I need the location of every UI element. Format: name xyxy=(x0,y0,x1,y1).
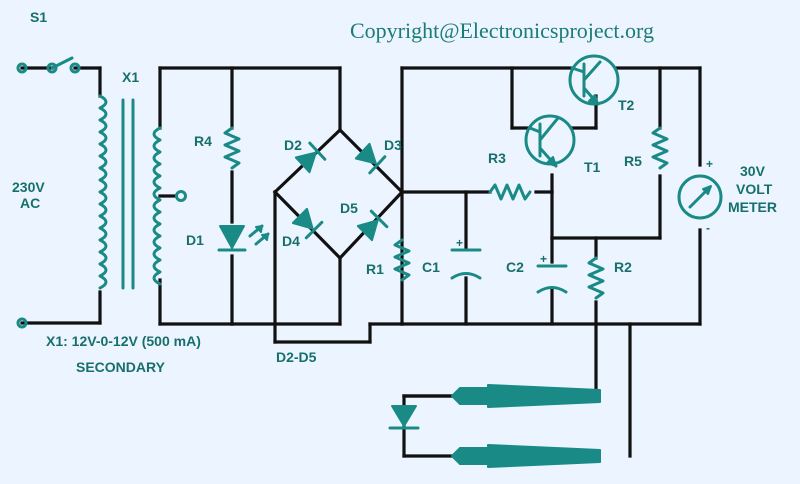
labels: S1 X1 230V AC R4 D1 D2 D3 D4 D5 R1 C1 + … xyxy=(12,9,777,375)
resistor-r2 xyxy=(587,256,605,300)
resistor-r1 xyxy=(393,238,411,282)
resistor-r4 xyxy=(223,126,241,170)
label-d4: D4 xyxy=(282,233,300,249)
switch-s1 xyxy=(16,56,81,329)
label-c1: C1 xyxy=(422,259,440,275)
label-r2: R2 xyxy=(614,259,632,275)
transformer-x1 xyxy=(98,94,187,290)
diode-d3 xyxy=(354,142,387,175)
voltmeter xyxy=(677,174,723,220)
label-r5: R5 xyxy=(624,153,642,169)
label-meter-plus: + xyxy=(706,157,713,171)
probe-negative xyxy=(451,444,601,468)
probe-positive xyxy=(451,384,601,408)
label-meter-volt: VOLT xyxy=(736,181,773,197)
label-c1-plus: + xyxy=(456,236,463,250)
label-c2: C2 xyxy=(506,259,524,275)
capacitor-c2 xyxy=(536,264,568,294)
output-diode xyxy=(388,405,420,430)
label-d5: D5 xyxy=(340,200,358,216)
label-meter-minus: - xyxy=(706,221,710,235)
label-meter-name: METER xyxy=(728,199,777,215)
transistor-t2 xyxy=(568,54,620,106)
label-t1: T1 xyxy=(584,159,601,175)
label-d3: D3 xyxy=(384,137,402,153)
copyright-text: Copyright@Electronicsproject.org xyxy=(350,18,654,43)
label-c2-plus: + xyxy=(540,252,547,266)
label-d1: D1 xyxy=(186,232,204,248)
label-ac: AC xyxy=(20,195,40,211)
label-t2: T2 xyxy=(618,97,635,113)
label-r3: R3 xyxy=(488,150,506,166)
transistor-t1 xyxy=(524,114,576,168)
label-ac-voltage: 230V xyxy=(12,179,45,195)
resistor-r5 xyxy=(651,126,669,170)
label-d2: D2 xyxy=(284,137,302,153)
label-secondary: SECONDARY xyxy=(76,359,166,375)
label-r1: R1 xyxy=(366,261,384,277)
capacitor-c1 xyxy=(450,248,482,280)
label-x1-spec: X1: 12V-0-12V (500 mA) xyxy=(46,333,201,349)
label-d2-d5: D2-D5 xyxy=(276,349,317,365)
label-x1: X1 xyxy=(122,69,139,85)
resistor-r3 xyxy=(488,183,532,201)
wires xyxy=(20,66,702,458)
label-r4: R4 xyxy=(194,133,212,149)
label-s1: S1 xyxy=(30,9,47,25)
label-meter-range: 30V xyxy=(740,163,766,179)
diode-d4 xyxy=(291,207,324,240)
diode-d2 xyxy=(294,141,327,174)
diode-d5 xyxy=(356,209,389,242)
led-d1 xyxy=(217,224,270,252)
